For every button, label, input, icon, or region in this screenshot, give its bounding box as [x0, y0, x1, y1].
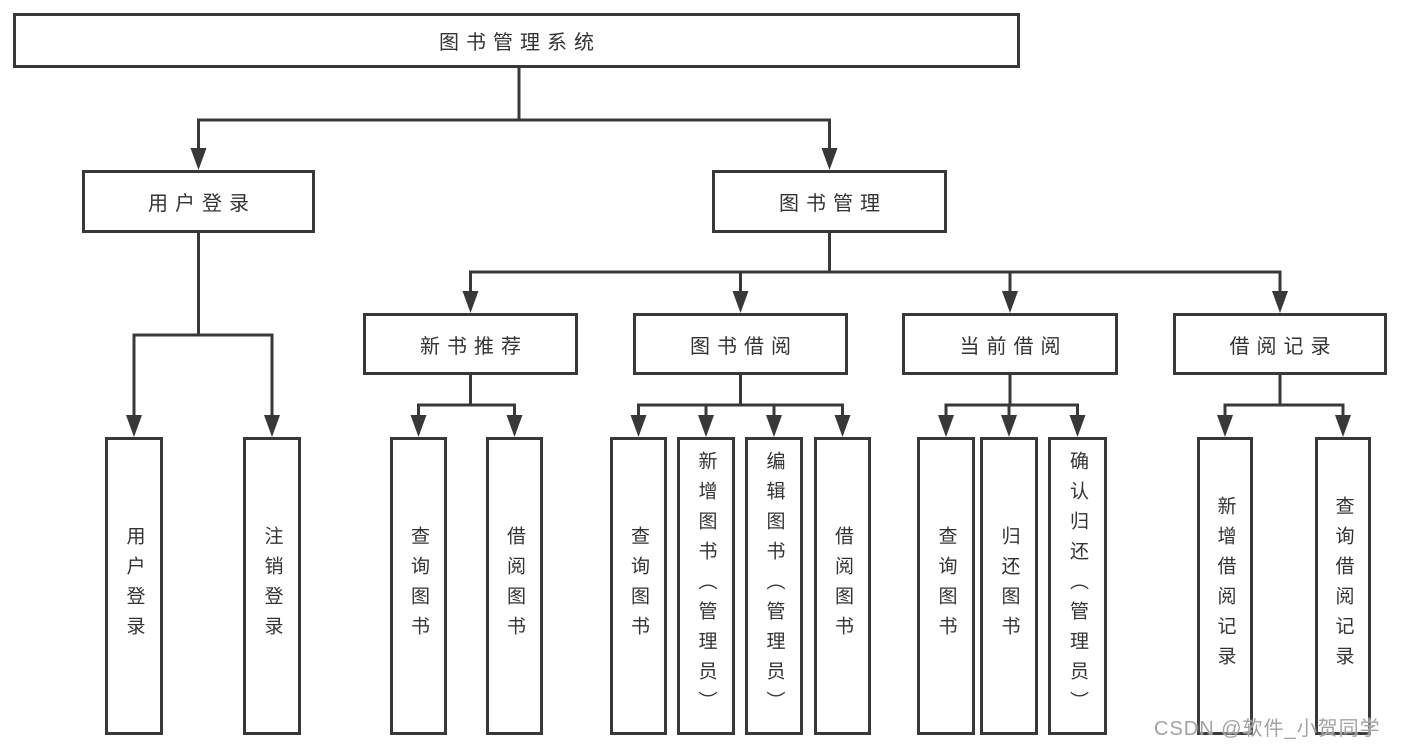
node-label: 图书管理	[779, 193, 887, 215]
leaf-query-books-borrowing: 查询图书	[610, 437, 667, 735]
node-label: 当前借阅	[959, 335, 1068, 358]
leaf-confirm-return-admin: 确认归还（管理员）	[1048, 437, 1107, 735]
node-label: 图书借阅	[690, 335, 798, 358]
leaf-return-book: 归还图书	[980, 437, 1038, 735]
node-label: 用户登录	[148, 193, 256, 215]
node-label: 查询借阅记录	[1332, 496, 1354, 676]
leaf-edit-book-admin: 编辑图书（管理员）	[745, 437, 803, 735]
node-label: 新书推荐	[420, 335, 528, 358]
leaf-user-login: 用户登录	[105, 437, 163, 735]
node-label: 编辑图书（管理员）	[763, 451, 785, 721]
node-library-management-system: 图书管理系统	[13, 13, 1020, 68]
leaf-add-book-admin: 新增图书（管理员）	[677, 437, 735, 735]
node-label: 归还图书	[998, 526, 1020, 646]
node-label: 借阅图书	[832, 526, 853, 646]
node-label: 查询图书	[935, 526, 957, 646]
node-label: 新增借阅记录	[1214, 496, 1236, 676]
node-label: 注销登录	[261, 526, 283, 646]
node-user-login: 用户登录	[82, 170, 315, 233]
node-label: 查询图书	[408, 526, 429, 646]
csdn-watermark: CSDN @软件_小贺同学	[1154, 718, 1381, 740]
leaf-query-books-recommend: 查询图书	[390, 437, 447, 735]
node-book-borrowing: 图书借阅	[633, 313, 848, 375]
node-current-borrowing: 当前借阅	[902, 313, 1118, 375]
leaf-query-borrow-record: 查询借阅记录	[1315, 437, 1371, 735]
node-label: 借阅图书	[504, 526, 525, 646]
leaf-add-borrow-record: 新增借阅记录	[1197, 437, 1253, 735]
node-label: 用户登录	[123, 526, 145, 646]
node-new-book-recommend: 新书推荐	[363, 313, 578, 375]
node-label: 图书管理系统	[439, 32, 601, 54]
leaf-borrow-books-borrowing: 借阅图书	[814, 437, 871, 735]
node-label: 借阅记录	[1229, 335, 1338, 358]
leaf-logout: 注销登录	[243, 437, 301, 735]
leaf-query-books-current: 查询图书	[917, 437, 975, 735]
node-label: 新增图书（管理员）	[695, 451, 717, 721]
node-borrowing-records: 借阅记录	[1173, 313, 1387, 375]
leaf-borrow-books-recommend: 借阅图书	[486, 437, 543, 735]
node-label: 查询图书	[628, 526, 649, 646]
node-book-management: 图书管理	[712, 170, 947, 233]
node-label: 确认归还（管理员）	[1067, 451, 1088, 721]
